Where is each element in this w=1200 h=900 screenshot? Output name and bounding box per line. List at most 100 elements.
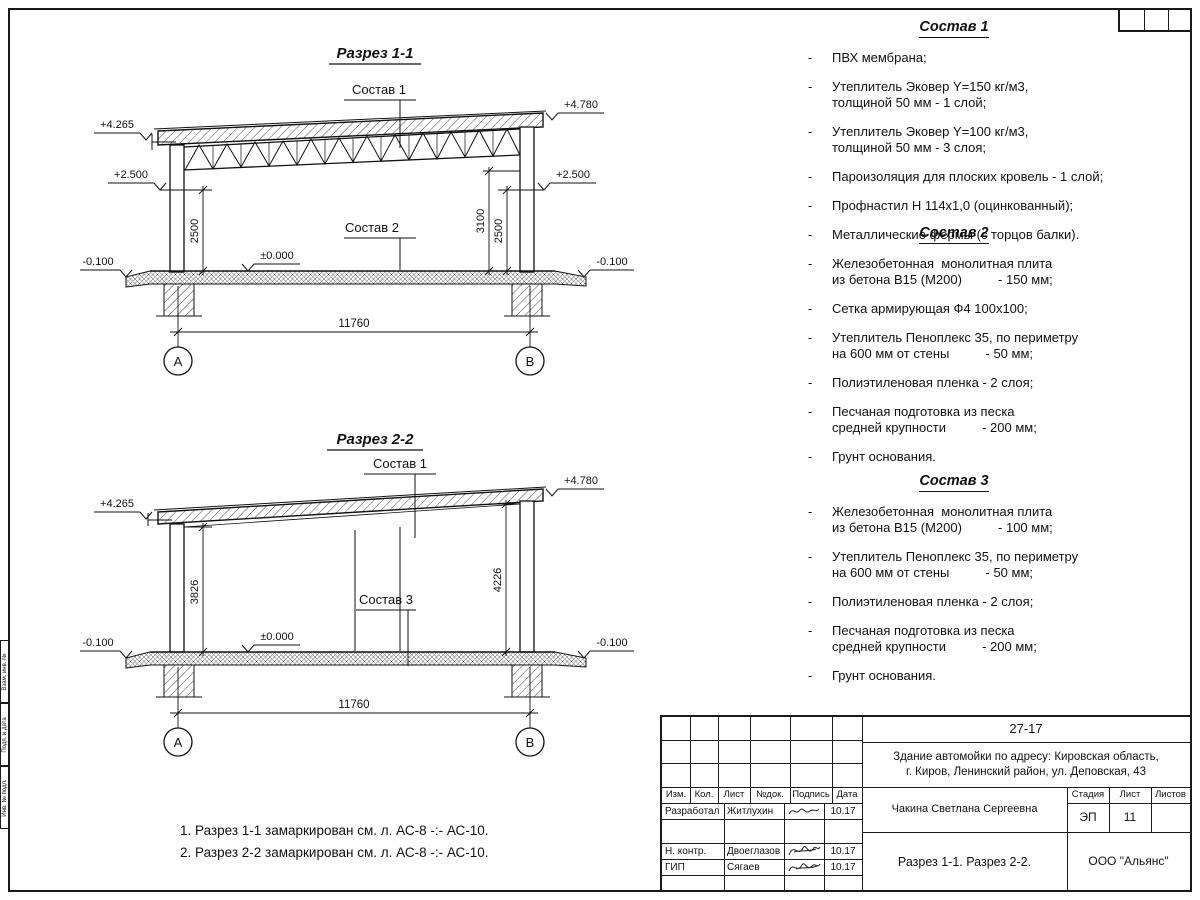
list-item: -Утеплитель Эковер Y=150 кг/м3, толщиной…	[806, 79, 1158, 111]
svg-text:11760: 11760	[338, 699, 369, 711]
composition-item-text: Пароизоляция для плоских кровель - 1 сло…	[832, 169, 1104, 184]
staff-name: Житлухин	[727, 805, 774, 817]
rev-header-list: Лист	[723, 788, 745, 800]
svg-text:Состав 3: Состав 3	[359, 592, 413, 607]
composition-item-text: Полиэтиленовая пленка - 2 слоя;	[832, 594, 1034, 609]
elevation-mark: +4.780	[545, 99, 604, 121]
svg-text:Разрез 2-2: Разрез 2-2	[336, 431, 414, 448]
bullet-dash: -	[808, 124, 813, 139]
note-line: 1. Разрез 1-1 замаркирован см. л. АС-8 -…	[180, 823, 489, 838]
list-item: - Песчаная подготовка из песка средней кр…	[806, 623, 1158, 655]
staff-signature	[784, 803, 824, 819]
elevation-mark: +2.500	[108, 169, 184, 191]
list-item: -Пароизоляция для плоских кровель - 1 сл…	[806, 169, 1158, 185]
svg-text:4226: 4226	[492, 568, 504, 592]
list-item: -Грунт основания.	[806, 668, 1158, 684]
bullet-dash: -	[808, 375, 813, 390]
sostav1-callout: Состав 1	[344, 82, 416, 148]
edge-box-inv: Инв. № подл.	[0, 766, 9, 829]
elevation-mark: -0.100	[80, 637, 133, 659]
list-item: -Сетка армирующая Ф4 100х100;	[806, 301, 1158, 317]
staff-signature	[784, 857, 824, 877]
svg-text:±0.000: ±0.000	[260, 631, 294, 643]
stage-value: ЭП	[1079, 809, 1097, 824]
titleblock-line	[662, 803, 862, 804]
edge-box-podp: Подп. и дата	[0, 703, 9, 766]
staff-role: ГИП	[665, 861, 685, 873]
list-item: -Полиэтиленовая пленка - 2 слоя;	[806, 594, 1158, 610]
list-item: - Утеплитель Пеноплекс 35, по периметру н…	[806, 549, 1158, 581]
composition-item-text: Песчаная подготовка из песка средней кру…	[832, 623, 1037, 654]
signature-icon	[788, 863, 821, 872]
composition-title: Состав 3	[919, 473, 989, 492]
floor-slab	[125, 270, 587, 288]
bullet-dash: -	[808, 256, 813, 271]
composition-item-text: Утеплитель Пеноплекс 35, по периметру на…	[832, 549, 1079, 580]
svg-text:-0.100: -0.100	[596, 256, 627, 268]
span-dimension: 11760	[170, 667, 538, 728]
sostav2-callout: Состав 2	[344, 220, 416, 270]
corner-stamp-divider	[1144, 10, 1145, 30]
bullet-dash: -	[808, 449, 813, 464]
composition-2-block: Состав 2 -Железобетонная монолитная плит…	[806, 224, 1158, 478]
list-item: -Грунт основания.	[806, 449, 1158, 465]
elevation-mark: ±0.000	[241, 631, 300, 653]
staff-name: Сягаев	[727, 861, 760, 873]
vertical-dimensions: 2500 3100 2500	[184, 166, 536, 276]
elevation-mark: +4.265	[94, 498, 153, 520]
list-item: -Утеплитель Пеноплекс 35, по периметру н…	[806, 330, 1158, 362]
sheets-header: Листов	[1155, 788, 1186, 800]
elevation-marks: +4.265 +4.780 +2.500 +2.500 ±0.000 -0.10…	[80, 99, 634, 278]
svg-text:2500: 2500	[189, 219, 201, 243]
svg-text:±0.000: ±0.000	[260, 250, 294, 262]
composition-item-text: ПВХ мембрана;	[832, 50, 927, 65]
edge-box-vzam: Взам. инв. №	[0, 640, 9, 703]
axis-markers: А В	[163, 346, 545, 376]
object-description: Здание автомойки по адресу: Кировская об…	[893, 750, 1159, 778]
titleblock-line	[1151, 787, 1152, 832]
rev-header-dok: №док.	[756, 788, 784, 800]
bullet-dash: -	[808, 227, 813, 242]
vertical-dimensions: 3826 4226	[184, 499, 520, 657]
bullet-dash: -	[808, 623, 813, 638]
roof-truss	[183, 127, 521, 171]
svg-text:+4.265: +4.265	[100, 119, 134, 131]
svg-text:Разрез 1-1: Разрез 1-1	[336, 45, 413, 62]
elevation-mark: -0.100	[80, 256, 133, 278]
list-item: -Металлические фермы (с торцов балки).	[806, 227, 1158, 243]
floor-slab	[125, 651, 587, 669]
svg-text:-0.100: -0.100	[82, 637, 113, 649]
walls	[169, 126, 535, 273]
svg-text:2500: 2500	[493, 219, 505, 243]
titleblock-line	[724, 803, 725, 892]
composition-1-block: Состав 1 -ПВХ мембрана; -Утеплитель Эков…	[806, 18, 1158, 256]
staff-date: 10.17	[830, 845, 856, 857]
sheet-title: Разрез 1-1. Разрез 2-2.	[897, 854, 1032, 869]
axis-markers: А В	[163, 727, 545, 757]
titleblock-line	[662, 819, 862, 820]
titleblock-line	[1067, 803, 1190, 804]
bullet-dash: -	[808, 504, 813, 519]
svg-text:3100: 3100	[475, 209, 487, 233]
svg-text:+2.500: +2.500	[556, 169, 590, 181]
span-dimension: 11760	[170, 286, 538, 347]
drawing-notes: 1. Разрез 1-1 замаркирован см. л. АС-8 -…	[180, 820, 489, 864]
stage-header: Стадия	[1071, 788, 1105, 800]
list-item: -ПВХ мембрана;	[806, 50, 1158, 66]
svg-text:+4.265: +4.265	[100, 498, 134, 510]
svg-text:А: А	[174, 354, 183, 369]
elevation-marks: +4.265 +4.780 ±0.000 -0.100 -0.100	[80, 475, 634, 659]
bullet-dash: -	[808, 668, 813, 683]
titleblock-line	[824, 803, 825, 892]
sheets-total-value	[1151, 803, 1190, 832]
titleblock-line	[690, 717, 691, 803]
section-2-2-title: Разрез 2-2	[327, 431, 423, 451]
bullet-dash: -	[808, 79, 813, 94]
bullet-dash: -	[808, 549, 813, 564]
sheet-header: Лист	[1119, 788, 1141, 800]
titleblock-line	[750, 717, 751, 803]
section-1-1-drawing: Разрез 1-1 Состав 1	[80, 45, 634, 376]
list-item: -Профнастил Н 114х1,0 (оцинкованный);	[806, 198, 1158, 214]
titleblock-line	[784, 803, 785, 892]
edge-box-label: Подп. и дата	[2, 717, 8, 753]
